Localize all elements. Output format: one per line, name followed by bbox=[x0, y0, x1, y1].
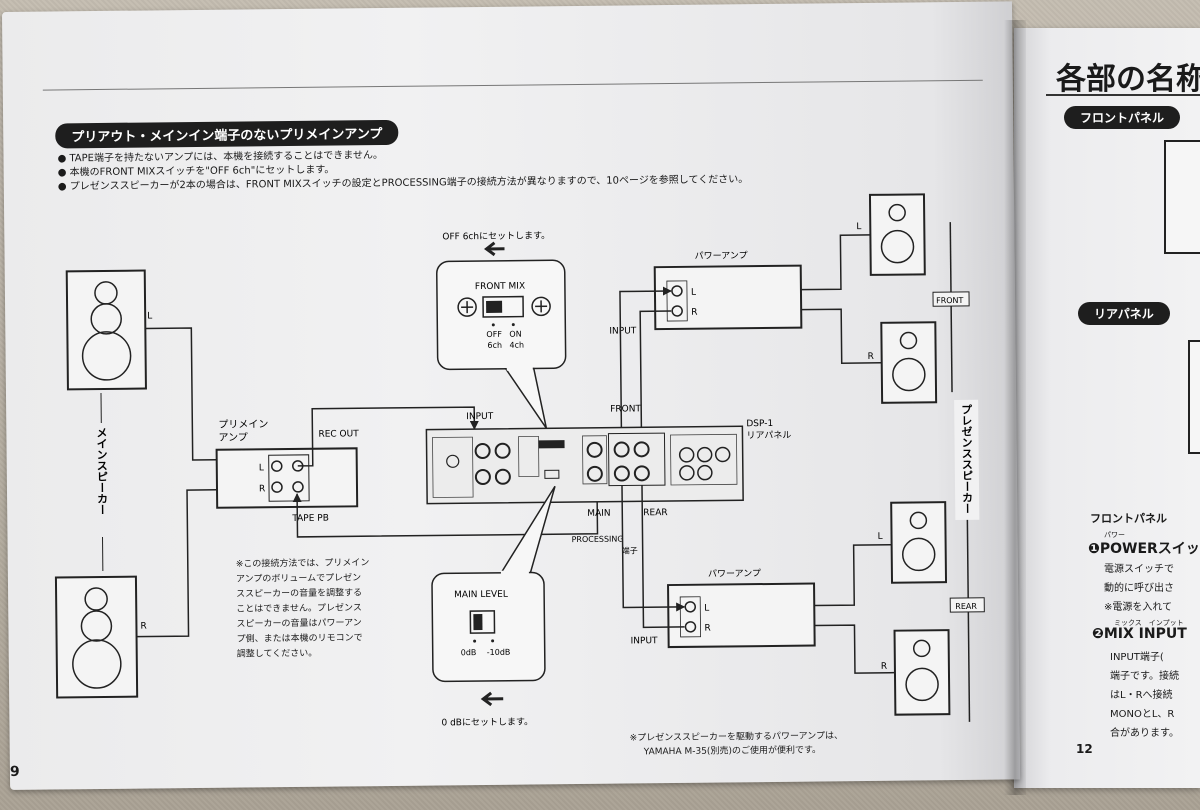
presence-speaker-fl bbox=[868, 193, 926, 276]
input-label-front: INPUT bbox=[609, 326, 637, 336]
mix-line-1: INPUT端子( bbox=[1110, 652, 1164, 663]
power-ruby: パワー bbox=[1104, 531, 1125, 539]
pres-fr: R bbox=[868, 352, 874, 362]
pres-rr: R bbox=[881, 662, 887, 672]
front-tag: FRONT bbox=[936, 296, 964, 305]
power-amp-front bbox=[653, 264, 803, 331]
dsp-label-1: DSP-1 bbox=[746, 419, 773, 429]
premain-label-2: アンプ bbox=[218, 431, 247, 443]
main-level-b: -10dB bbox=[487, 648, 511, 657]
power-item: ❶POWERスイッ bbox=[1088, 541, 1200, 557]
left-page-number: 9 bbox=[9, 763, 20, 780]
rear-tag: REAR bbox=[955, 602, 977, 611]
pres-rl: L bbox=[877, 532, 882, 542]
main-speaker-label: メインスピーカー bbox=[95, 427, 109, 515]
rear-panel-tab: リアパネル bbox=[1078, 302, 1170, 325]
dsp-rear-panel bbox=[425, 425, 744, 505]
connection-diagram: L R メインスピーカー L R プリメイン アンプ REC OUT TAPE … bbox=[54, 193, 985, 728]
main-label: MAIN bbox=[587, 509, 610, 519]
front-mix-on-sub: 4ch bbox=[509, 341, 524, 350]
main-level-title: MAIN LEVEL bbox=[454, 590, 508, 601]
front-mix-title: FRONT MIX bbox=[475, 282, 525, 293]
mix-ruby: ミックス インプット bbox=[1114, 619, 1184, 627]
premain-label-1: プリメイン bbox=[218, 418, 268, 431]
tape-pb-label: TAPE PB bbox=[291, 514, 329, 524]
mix-input-item: ❷MIX INPUT bbox=[1092, 626, 1187, 642]
right-page-title: 各部の名称 bbox=[1056, 62, 1200, 97]
front-panel-tab: フロントパネル bbox=[1064, 106, 1181, 129]
amp-l: L bbox=[259, 463, 264, 473]
power-line-1: 電源スイッチで bbox=[1104, 564, 1174, 575]
power-amp-front-label: パワーアンプ bbox=[695, 250, 748, 262]
power-amp-rear bbox=[667, 582, 816, 649]
note-left: ※この接続方法では、プリメイン アンプのボリュームでプレゼン ススピーカーの音量… bbox=[235, 558, 370, 660]
processing-label-2: 端子 bbox=[622, 545, 638, 555]
section-title: プリアウト・メインイン端子のないプリメインアンプ bbox=[55, 119, 399, 149]
right-page-number: 12 bbox=[1076, 742, 1093, 756]
dsp-label-2: リアパネル bbox=[746, 430, 791, 441]
input-label-rear: INPUT bbox=[631, 636, 659, 646]
front-panel-figure bbox=[1164, 140, 1200, 254]
arrow-left-icon bbox=[484, 241, 505, 257]
note-bottom: ※プレゼンススピーカーを駆動するパワーアンプは、 YAMAHA M-35(別売)… bbox=[629, 731, 844, 758]
processing-label-1: PROCESSING bbox=[572, 535, 624, 545]
mix-line-2: 端子です。接続 bbox=[1110, 671, 1179, 682]
main-level-callout bbox=[431, 485, 556, 683]
pa-front-l: L bbox=[691, 288, 696, 298]
rec-out-label: REC OUT bbox=[318, 429, 359, 439]
mix-line-5: 合があります。 bbox=[1110, 728, 1179, 739]
front-mix-on: ON bbox=[509, 330, 521, 339]
main-speaker-bottom bbox=[54, 575, 139, 699]
mix-line-3: はL・Rへ接続 bbox=[1110, 690, 1173, 701]
main-level-instruction: 0 dBにセットします。 bbox=[441, 716, 533, 728]
title-rule bbox=[1046, 94, 1200, 96]
front-label: FRONT bbox=[610, 404, 641, 414]
presence-speaker-label: プレゼンススピーカー bbox=[960, 404, 974, 514]
front-mix-callout bbox=[436, 259, 567, 429]
pres-fl: L bbox=[856, 222, 861, 232]
pa-front-r: R bbox=[691, 308, 697, 318]
left-page: プリアウト・メインイン端子のないプリメインアンプ ● TAPE端子を持たないアン… bbox=[2, 1, 1021, 790]
arrow-left-icon-2 bbox=[480, 691, 504, 707]
front-mix-off-sub: 6ch bbox=[487, 341, 502, 350]
front-panel-heading: フロントパネル bbox=[1090, 512, 1167, 525]
presence-speaker-rr bbox=[893, 629, 951, 716]
amp-r: R bbox=[259, 484, 265, 494]
main-speaker-r: R bbox=[140, 622, 146, 632]
main-speaker-top bbox=[65, 269, 147, 391]
pa-rear-l: L bbox=[704, 604, 709, 614]
front-mix-off: OFF bbox=[486, 330, 502, 339]
main-speaker-l: L bbox=[147, 311, 152, 321]
rear-panel-figure bbox=[1188, 340, 1200, 454]
pa-rear-r: R bbox=[704, 624, 710, 634]
rear-label: REAR bbox=[643, 508, 667, 518]
main-level-a: 0dB bbox=[461, 648, 477, 657]
book-gutter bbox=[1004, 20, 1026, 795]
premain-amp bbox=[215, 447, 359, 509]
presence-speaker-fr bbox=[880, 321, 938, 404]
power-line-3: ※電源を入れて bbox=[1104, 602, 1173, 613]
mix-line-4: MONOとL、R bbox=[1110, 709, 1175, 720]
header-rule bbox=[42, 79, 983, 91]
power-line-2: 動的に呼び出さ bbox=[1104, 583, 1174, 594]
front-mix-instruction: OFF 6chにセットします。 bbox=[442, 230, 550, 242]
input-label: INPUT bbox=[466, 412, 494, 422]
presence-speaker-rl bbox=[890, 501, 948, 584]
power-amp-rear-label: パワーアンプ bbox=[708, 568, 761, 580]
